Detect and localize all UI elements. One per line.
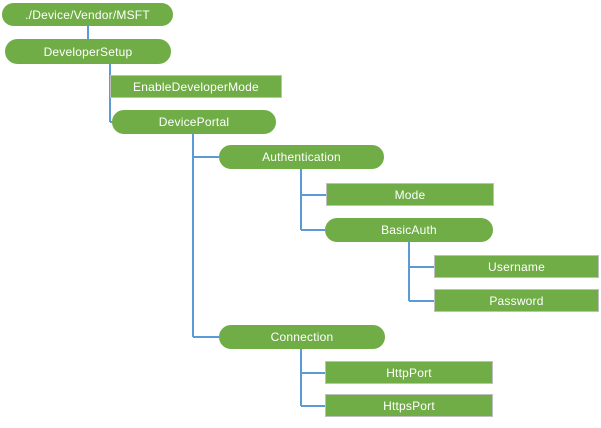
tree-node-password[interactable]: Password [434, 289, 599, 312]
tree-node-connection[interactable]: Connection [219, 325, 385, 349]
tree-node-deviceportal[interactable]: DevicePortal [112, 110, 276, 134]
tree-node-label: HttpPort [386, 365, 432, 380]
tree-node-label: ./Device/Vendor/MSFT [25, 7, 150, 22]
tree-node-label: Mode [394, 187, 426, 202]
tree-node-mode[interactable]: Mode [326, 183, 494, 206]
tree-node-label: Connection [270, 330, 334, 344]
tree-node-label: Password [489, 293, 544, 308]
tree-node-authentication[interactable]: Authentication [219, 145, 384, 169]
tree-node-label: EnableDeveloperMode [133, 79, 259, 94]
tree-node-label: DeveloperSetup [43, 44, 133, 59]
tree-node-httpport[interactable]: HttpPort [325, 361, 493, 384]
tree-node-label: DevicePortal [158, 115, 230, 129]
tree-node-label: BasicAuth [381, 223, 437, 237]
tree-node-label: HttpsPort [383, 398, 435, 413]
tree-node-basicauth[interactable]: BasicAuth [325, 218, 493, 242]
tree-node-enabledevelopermode[interactable]: EnableDeveloperMode [110, 75, 282, 98]
tree-node-developersetup[interactable]: DeveloperSetup [5, 39, 171, 64]
tree-node-label: Username [488, 259, 545, 274]
tree-node-label: Authentication [262, 150, 341, 164]
tree-node-httpsport[interactable]: HttpsPort [325, 394, 493, 417]
tree-node-username[interactable]: Username [434, 255, 599, 278]
tree-node-root[interactable]: ./Device/Vendor/MSFT [2, 3, 173, 26]
